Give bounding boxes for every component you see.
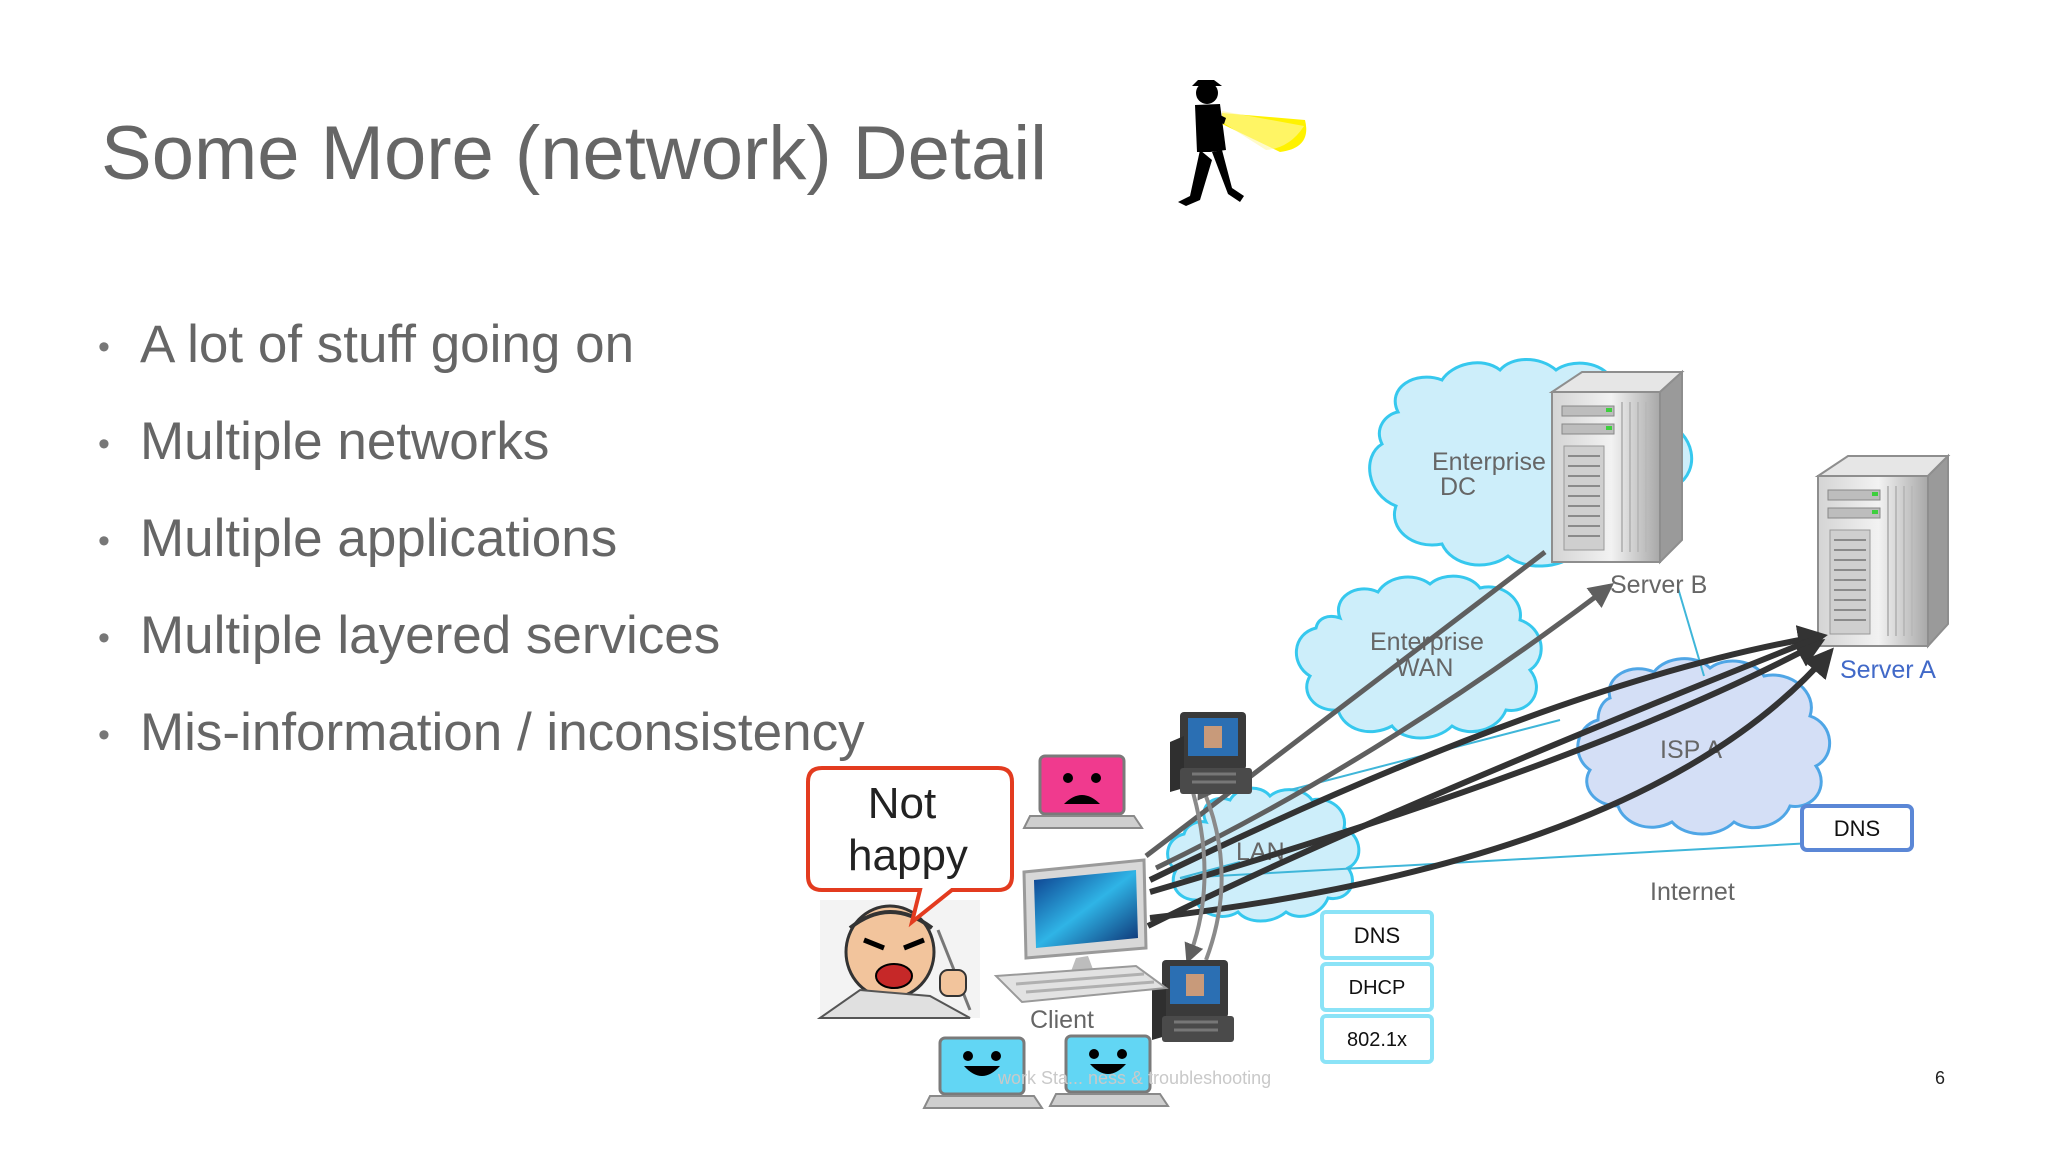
slide-footer: work Sta... ness & troubleshooting xyxy=(998,1068,1272,1088)
dns-service-label: DNS xyxy=(1354,923,1400,948)
internet-dns-label: DNS xyxy=(1834,816,1880,841)
server-icon xyxy=(1548,369,1685,565)
slide-title: Some More (network) Detail xyxy=(101,111,1048,196)
laptop-icon xyxy=(1048,1034,1170,1107)
ip-phone-icon xyxy=(1152,960,1234,1042)
dhcp-service-label: DHCP xyxy=(1349,977,1406,999)
bullet-item: A lot of stuff going on xyxy=(98,310,865,407)
bullet-item: Multiple layered services xyxy=(98,601,865,698)
bullet-item: Mis-information / inconsistency xyxy=(98,698,865,795)
server-icon xyxy=(1814,453,1951,649)
speech-bubble-text: happy xyxy=(848,831,968,880)
internet-label: Internet xyxy=(1650,878,1735,906)
server-b-label: Server B xyxy=(1610,571,1707,599)
local-service-box: DNS xyxy=(1320,910,1434,960)
enterprise-dc-label: DC xyxy=(1440,473,1476,501)
client-label: Client xyxy=(1030,1006,1094,1034)
laptop-icon xyxy=(1022,754,1144,829)
page-number: 6 xyxy=(1935,1068,1946,1088)
ip-phone-icon xyxy=(1170,712,1252,794)
local-service-box: DHCP xyxy=(1320,962,1434,1012)
angry-user-icon xyxy=(816,900,980,1019)
bullet-item: Multiple applications xyxy=(98,504,865,601)
internet-dns-box: DNS xyxy=(1800,804,1914,852)
bullet-item: Multiple networks xyxy=(98,407,865,504)
traffic-flows xyxy=(1144,550,1834,964)
detective-flashlight-icon xyxy=(1178,80,1307,206)
bullet-list: A lot of stuff going on Multiple network… xyxy=(98,310,865,795)
dot1x-service-label: 802.1x xyxy=(1347,1029,1407,1051)
speech-bubble: Not happy xyxy=(806,766,1014,928)
local-service-box: 802.1x xyxy=(1320,1014,1434,1064)
speech-bubble-text: Not xyxy=(868,779,936,828)
laptop-icon xyxy=(922,1036,1044,1109)
enterprise-dc-label: Enterprise xyxy=(1432,448,1546,476)
server-a-label: Server A xyxy=(1840,656,1936,684)
desktop-monitor-icon xyxy=(993,858,1169,1004)
